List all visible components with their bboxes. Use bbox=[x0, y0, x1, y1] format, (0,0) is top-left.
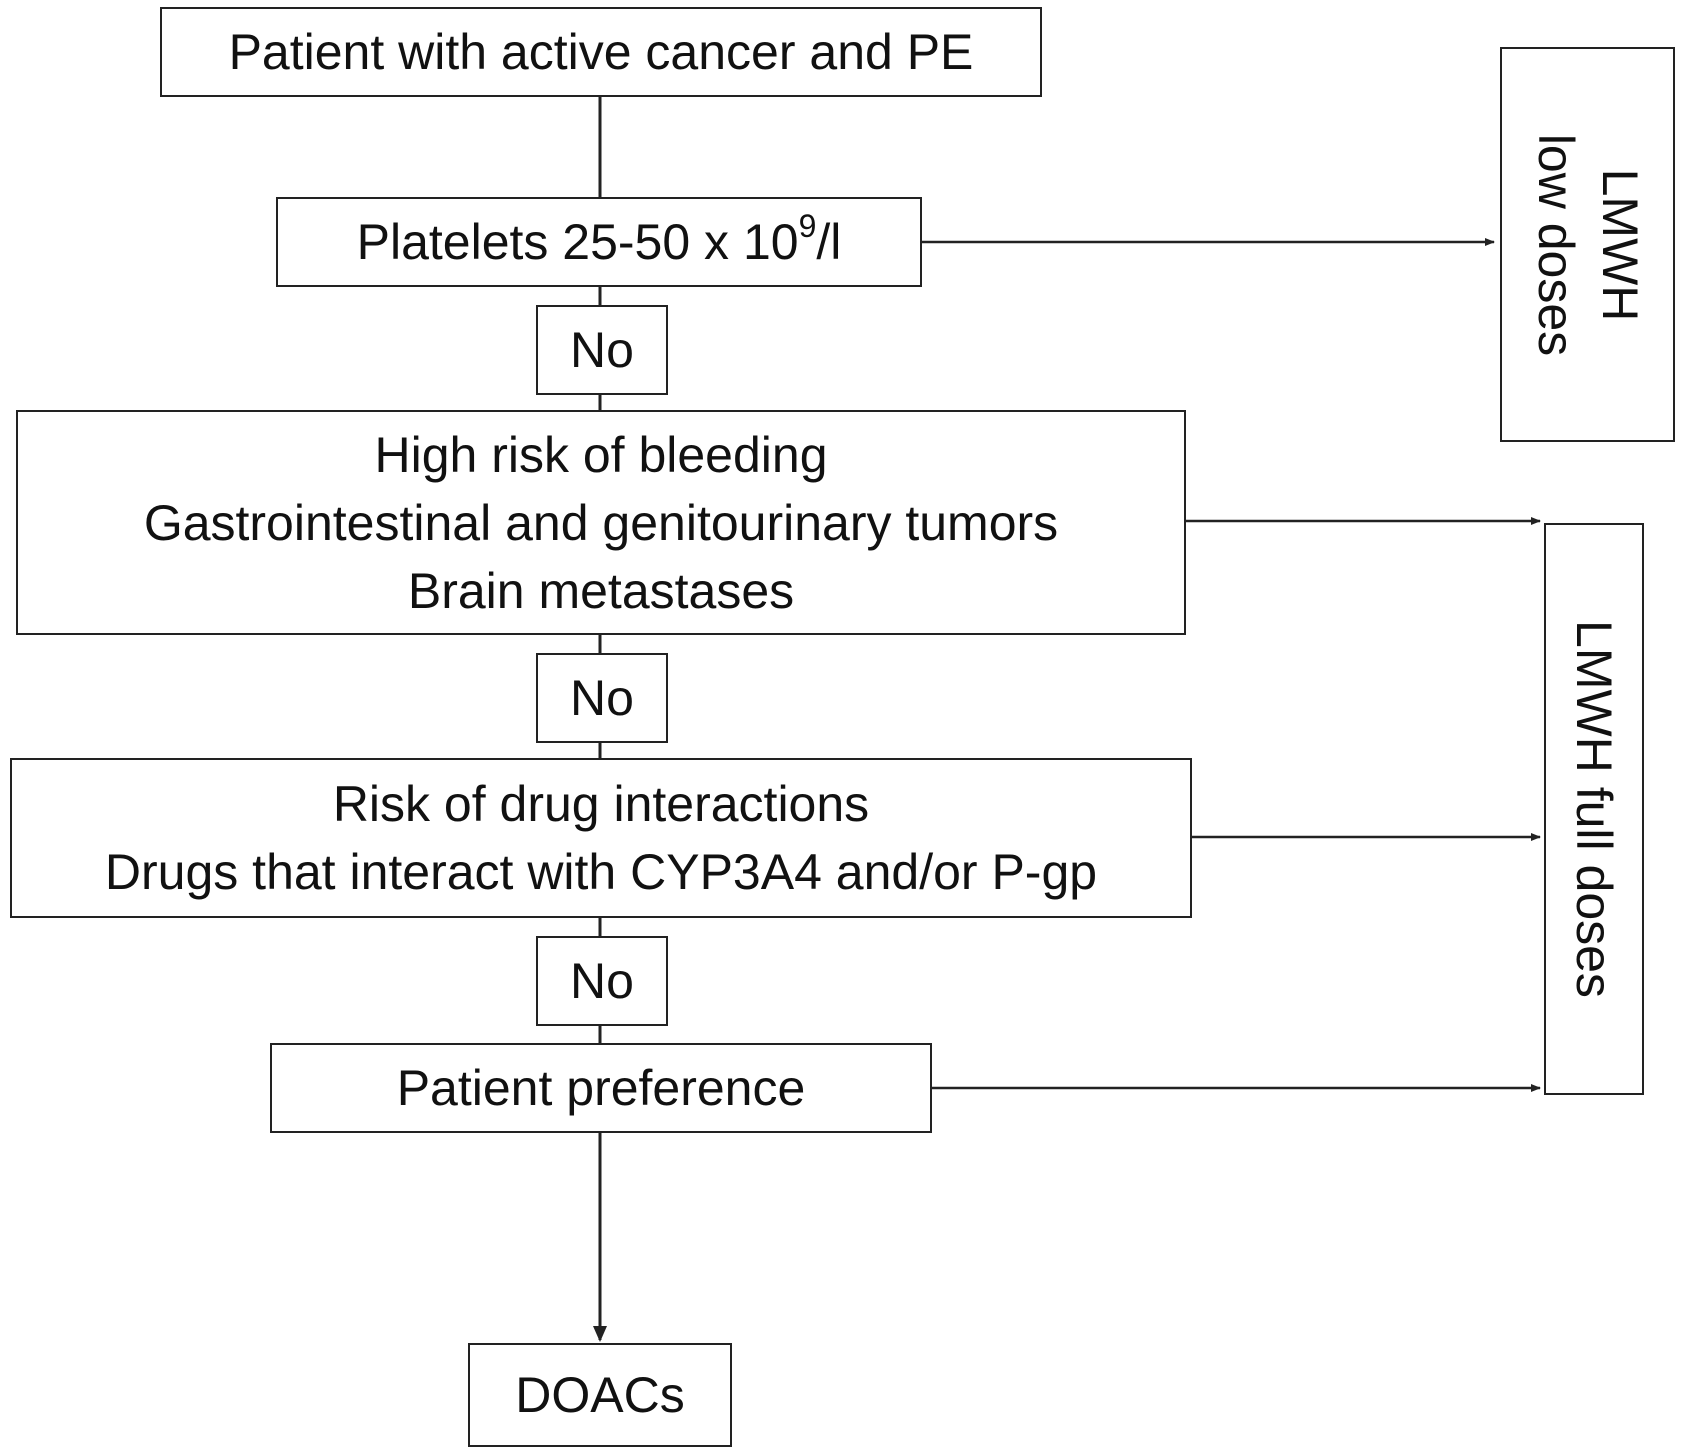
no-label-1: No bbox=[536, 305, 668, 395]
patient-preference-node: Patient preference bbox=[270, 1043, 932, 1133]
no-label-2: No bbox=[536, 653, 668, 743]
lmwh-low-line-2: low doses bbox=[1527, 133, 1584, 356]
platelets-text: Platelets 25-50 x 10 bbox=[356, 214, 799, 270]
lmwh-low-doses-text: LMWH low doses bbox=[1524, 133, 1652, 355]
no-label-3: No bbox=[536, 936, 668, 1026]
drug-interactions-node: Risk of drug interactions Drugs that int… bbox=[10, 758, 1192, 918]
platelets-unit: /l bbox=[816, 214, 842, 270]
no-label-1-text: No bbox=[570, 322, 634, 378]
bleeding-risk-line-1: High risk of bleeding bbox=[374, 426, 828, 483]
bleeding-risk-line-2: Gastrointestinal and genitourinary tumor… bbox=[143, 494, 1059, 551]
lmwh-low-line-1: LMWH bbox=[1591, 168, 1648, 321]
start-node-label: Patient with active cancer and PE bbox=[228, 24, 974, 80]
doacs-label: DOACs bbox=[515, 1367, 685, 1423]
no-label-2-text: No bbox=[570, 670, 634, 726]
drug-interactions-line-2: Drugs that interact with CYP3A4 and/or P… bbox=[104, 844, 1098, 900]
drug-interactions-line-1: Risk of drug interactions bbox=[332, 776, 870, 832]
patient-preference-label: Patient preference bbox=[396, 1060, 806, 1116]
bleeding-risk-line-3: Brain metastases bbox=[407, 562, 795, 619]
lmwh-full-doses-node: LMWH full doses bbox=[1544, 523, 1644, 1095]
platelets-exponent: 9 bbox=[798, 208, 817, 245]
no-label-3-text: No bbox=[570, 953, 634, 1009]
platelets-node-label: Platelets 25-50 x 109/l bbox=[357, 208, 842, 276]
platelets-node: Platelets 25-50 x 109/l bbox=[276, 197, 922, 287]
doacs-node: DOACs bbox=[468, 1343, 732, 1447]
lmwh-full-label: LMWH full doses bbox=[1566, 620, 1622, 998]
lmwh-full-doses-text: LMWH full doses bbox=[1562, 620, 1626, 998]
start-node: Patient with active cancer and PE bbox=[160, 7, 1042, 97]
lmwh-low-doses-node: LMWH low doses bbox=[1500, 47, 1675, 442]
bleeding-risk-node: High risk of bleeding Gastrointestinal a… bbox=[16, 410, 1186, 635]
